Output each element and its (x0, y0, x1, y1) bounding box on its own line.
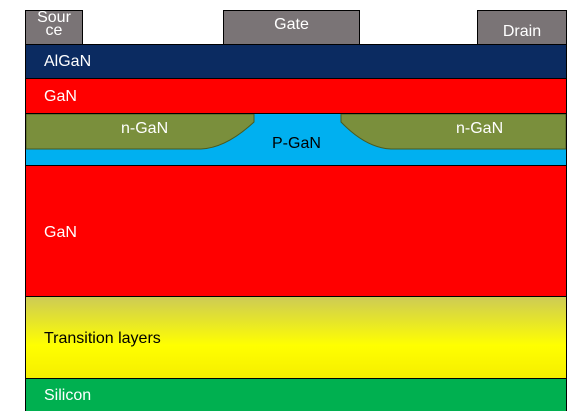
transition-layers: Transition layers (25, 297, 567, 379)
gan-channel-layer: GaN (25, 79, 567, 114)
drain-contact: Drain (477, 10, 567, 44)
algan-label: AlGaN (44, 53, 92, 70)
ngan-left-region (26, 114, 255, 150)
device-cross-section: Source Gate Drain AlGaN GaN n-GaN P-GaN … (25, 0, 567, 411)
source-contact: Source (25, 10, 83, 44)
gan-channel-label: GaN (44, 88, 77, 105)
pgan-layer: n-GaN P-GaN n-GaN (25, 114, 567, 166)
transition-label: Transition layers (44, 330, 161, 347)
gan-buffer-label: GaN (44, 224, 77, 241)
silicon-substrate: Silicon (25, 379, 567, 411)
algan-layer: AlGaN (25, 44, 567, 79)
gan-buffer-layer: GaN (25, 166, 567, 297)
ngan-right-label: n-GaN (456, 120, 504, 137)
source-label: Source (37, 9, 71, 39)
ngan-regions (26, 114, 566, 150)
gate-contact: Gate (223, 10, 360, 44)
gate-label: Gate (274, 16, 309, 33)
ngan-left-label: n-GaN (121, 120, 169, 137)
drain-label: Drain (502, 23, 542, 40)
ngan-right-region (340, 114, 566, 150)
silicon-label: Silicon (44, 387, 92, 404)
pgan-label: P-GaN (272, 135, 321, 152)
